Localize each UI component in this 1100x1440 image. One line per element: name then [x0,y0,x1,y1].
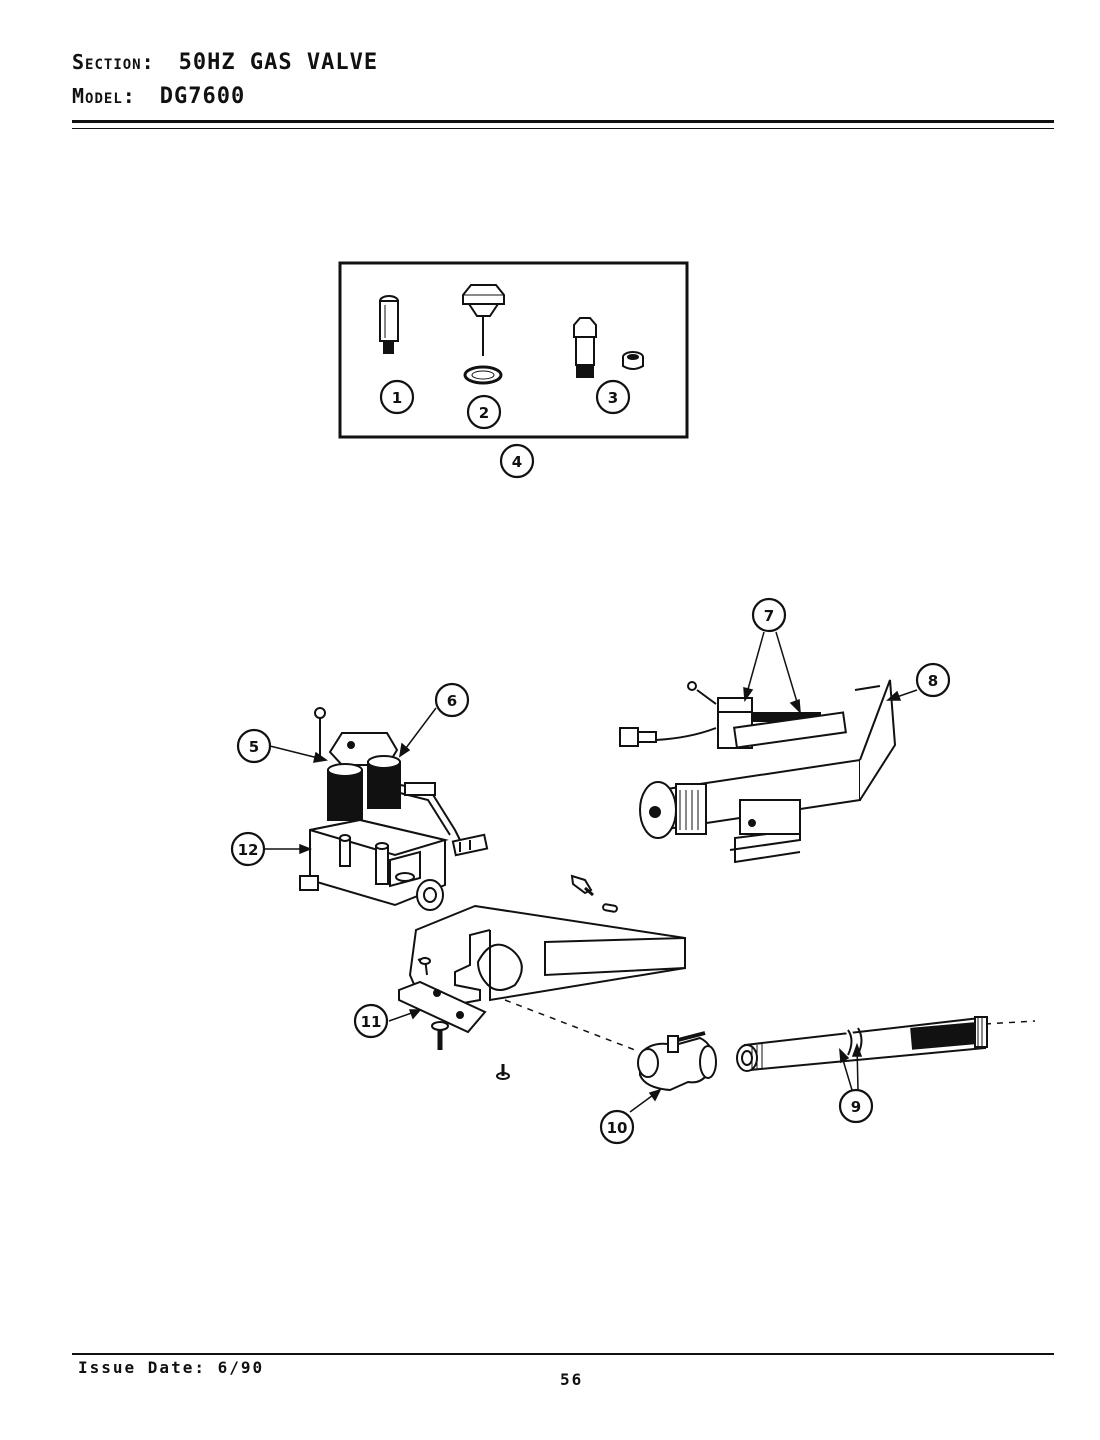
section-title: 50HZ GAS VALVE [178,50,379,75]
callout-circles [230,379,951,1145]
callout-1: 1 [392,389,402,407]
callout-2: 2 [479,404,489,422]
shutoff-valve-part-10 [637,1031,717,1092]
callout-7: 7 [764,607,774,625]
callout-12: 12 [238,841,259,859]
callout-11: 11 [361,1013,382,1031]
callout-9: 9 [851,1098,861,1116]
model-number: DG7600 [159,84,246,109]
gas-valve-part-12 [299,818,489,911]
plug-part-2 [462,284,505,385]
page-number: 56 [560,1370,584,1389]
callout-5: 5 [249,738,259,756]
kit-box [338,261,689,439]
model-label: Model: [72,84,136,108]
model-line: Model: DG7600 [72,84,245,109]
callout-4: 4 [512,453,522,471]
section-label: Section: [72,50,155,74]
orifice-part-1 [379,295,399,354]
callout-3: 3 [608,389,618,407]
mounting-bracket-part-11 [398,903,686,1034]
callout-6: 6 [447,692,457,710]
issue-date: Issue Date: 6/90 [78,1358,265,1377]
hex-orifice-part-3 [573,317,644,378]
pipe-nipple-part-9 [736,1016,988,1072]
leader-lines [263,631,918,1113]
screws [431,874,594,1080]
callout-8: 8 [928,672,938,690]
footer-rule [72,1353,1054,1355]
coil-assembly-parts-5-6 [314,707,466,851]
header-rule-thin [72,128,1054,129]
header-rule-thick [72,120,1054,123]
section-line: Section: 50HZ GAS VALVE [72,50,378,75]
callout-10: 10 [607,1119,628,1137]
burner-part-8 [639,679,897,864]
